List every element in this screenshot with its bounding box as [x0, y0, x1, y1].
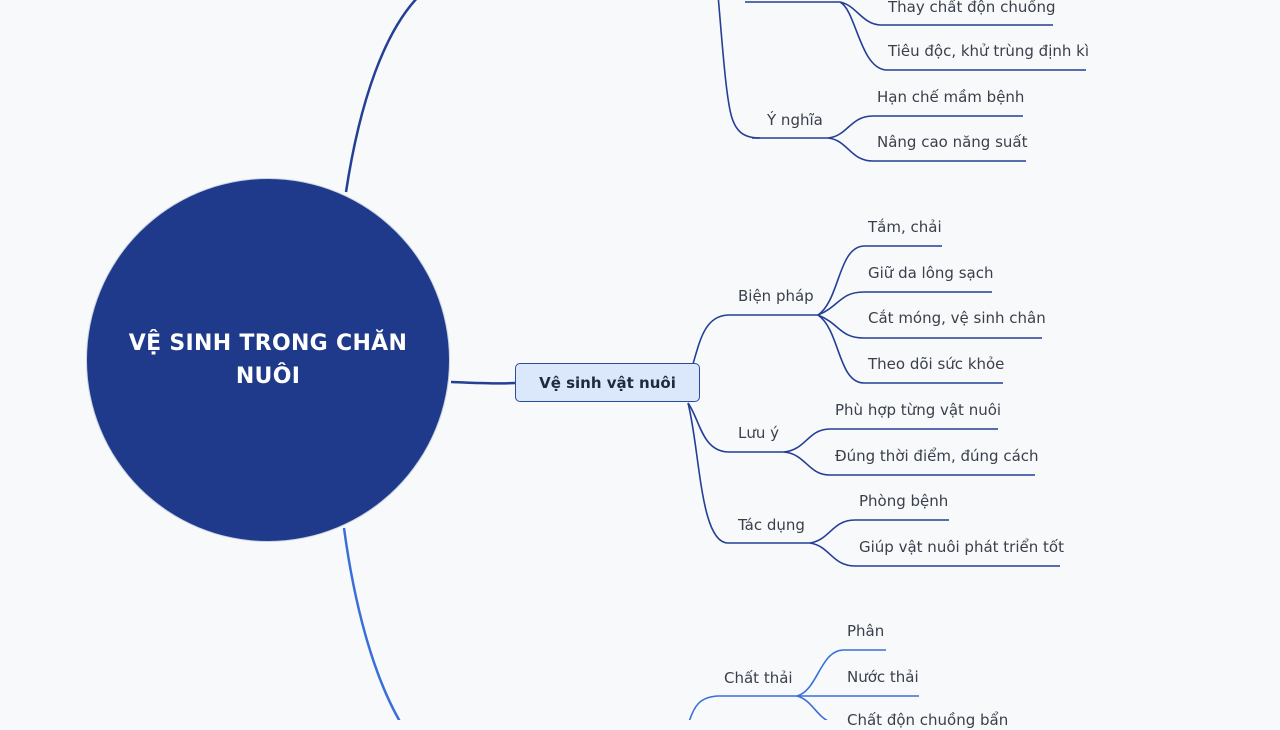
connector-luuy-leaf-2 — [783, 451, 1035, 476]
leaf-nuoc-thai[interactable]: Nước thải — [847, 668, 919, 686]
connector-tacdung-leaf-1 — [809, 519, 949, 544]
connector-top-leaf-2 — [839, 1, 1086, 71]
leaf-tam-chai[interactable]: Tắm, chải — [868, 218, 942, 236]
connector-vatnuoi-luuy — [687, 402, 784, 453]
connector-central-vatnuoi — [450, 380, 516, 385]
central-topic[interactable]: VỆ SINH TRONG CHĂN NUÔI — [87, 179, 449, 541]
connector-ynghia-leaf-2 — [827, 137, 1026, 162]
leaf-thay-chat-don-chuong[interactable]: Thay chất độn chuồng — [888, 0, 1056, 16]
leaf-han-che-mam-benh[interactable]: Hạn chế mầm bệnh — [877, 88, 1025, 106]
node-tac-dung[interactable]: Tác dụng — [738, 516, 805, 534]
connector-top-leaf-1 — [839, 1, 1053, 26]
connector-vatnuoi-tacdung — [687, 402, 810, 544]
connector-bienphap-leaf-4 — [817, 314, 1003, 384]
leaf-nang-cao-nang-suat[interactable]: Nâng cao năng suất — [877, 133, 1028, 151]
leaf-giup-vat-nuoi-phat-trien[interactable]: Giúp vật nuôi phát triển tốt — [859, 538, 1064, 556]
connector-chatthai-leaf-1 — [796, 649, 886, 697]
connector-central-bottom — [342, 527, 401, 720]
node-luu-y[interactable]: Lưu ý — [738, 424, 780, 442]
connector-bottom-chatthai — [688, 695, 797, 720]
leaf-phong-benh[interactable]: Phòng bệnh — [859, 492, 949, 510]
connector-bienphap-leaf-2 — [817, 291, 992, 316]
node-bien-phap[interactable]: Biện pháp — [738, 287, 814, 305]
leaf-chat-don-chuong-ban[interactable]: Chất độn chuồng bẩn — [847, 711, 1009, 729]
central-topic-title: VỆ SINH TRONG CHĂN NUÔI — [128, 331, 408, 389]
leaf-cat-mong-ve-sinh-chan[interactable]: Cắt móng, vệ sinh chân — [868, 309, 1046, 327]
connector-chatthai-leaf-3 — [796, 695, 829, 720]
leaf-phan[interactable]: Phân — [847, 622, 885, 640]
connector-central-top — [344, 0, 418, 193]
leaf-phu-hop-tung-vat-nuoi[interactable]: Phù hợp từng vật nuôi — [835, 401, 1002, 419]
leaf-dung-thoi-diem[interactable]: Đúng thời điểm, đúng cách — [835, 447, 1039, 465]
leaf-giu-da-long-sach[interactable]: Giữ da lông sạch — [868, 264, 994, 282]
connector-bienphap-leaf-1 — [817, 245, 942, 316]
leaf-tieu-doc-khu-trung[interactable]: Tiêu độc, khử trùng định kì — [888, 42, 1089, 60]
connector-vatnuoi-bienphap — [692, 314, 818, 365]
leaf-theo-doi-suc-khoe[interactable]: Theo dõi sức khỏe — [868, 355, 1005, 373]
node-chat-thai[interactable]: Chất thải — [724, 669, 793, 687]
connector-bienphap-leaf-3 — [817, 314, 1042, 339]
node-y-nghia[interactable]: Ý nghĩa — [767, 111, 823, 129]
connector-top-spine — [717, 0, 761, 139]
connector-ynghia-leaf-1 — [827, 115, 1023, 139]
connector-tacdung-leaf-2 — [809, 542, 1060, 567]
connector-luuy-leaf-1 — [783, 428, 998, 453]
branch-ve-sinh-vat-nuoi[interactable]: Vệ sinh vật nuôi — [515, 363, 700, 402]
